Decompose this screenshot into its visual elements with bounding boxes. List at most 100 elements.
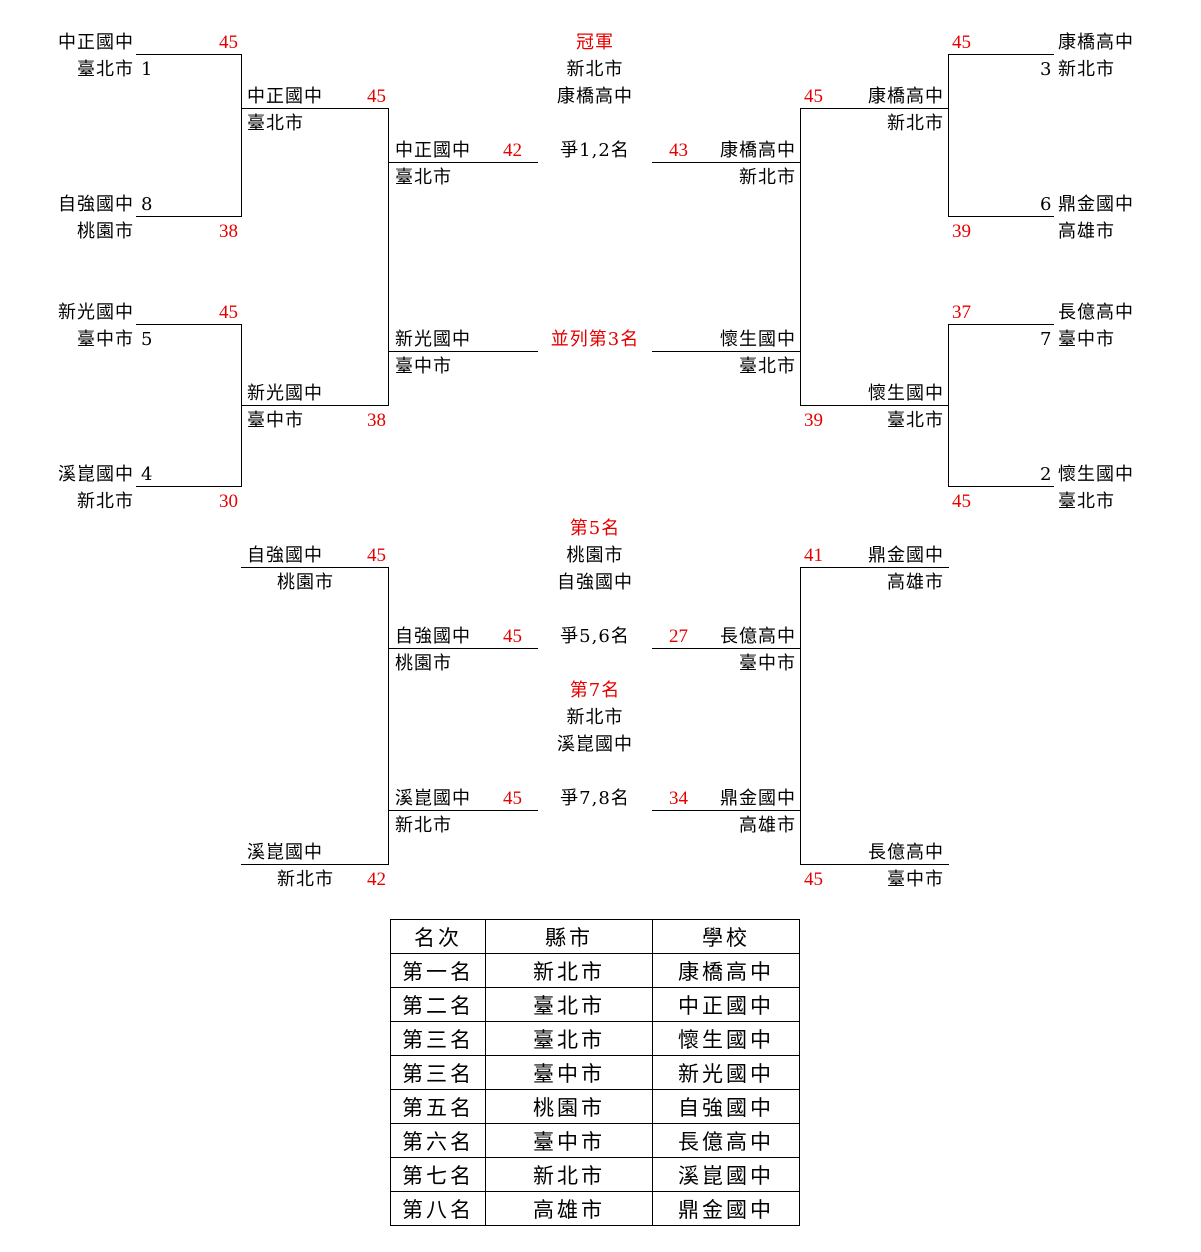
bracket-line <box>800 108 949 109</box>
team-name: 懷生國中 <box>720 329 796 350</box>
bracket-line <box>800 864 949 865</box>
team-city: 高雄市 <box>739 815 796 836</box>
school-cell: 懷生國中 <box>652 1021 800 1056</box>
table-row: 第六名 臺中市 長億高中 <box>390 1123 800 1158</box>
table-row: 第三名 臺北市 懷生國中 <box>390 1021 800 1056</box>
team-city: 臺北市 <box>1058 491 1115 512</box>
team-name: 新光國中 <box>58 302 134 323</box>
bracket-line <box>800 567 801 865</box>
team-city: 桃園市 <box>277 572 334 593</box>
team-city: 臺中市 <box>247 410 304 431</box>
city-cell: 新北市 <box>485 1157 653 1192</box>
column-header: 縣市 <box>485 919 653 954</box>
team-city: 臺北市 <box>739 356 796 377</box>
fifth-place-city: 桃園市 <box>566 545 624 566</box>
bracket-line <box>948 486 1054 487</box>
champion-city: 新北市 <box>566 59 624 80</box>
champion-label: 冠軍 <box>576 32 614 53</box>
team-city: 新北市 <box>77 491 134 512</box>
score: 38 <box>367 410 386 431</box>
team-city: 桃園市 <box>77 221 134 242</box>
team-name: 中正國中 <box>247 86 323 107</box>
bracket-line <box>800 405 949 406</box>
team-name: 溪崑國中 <box>247 842 323 863</box>
bracket-line <box>800 567 949 568</box>
team-city: 高雄市 <box>887 572 944 593</box>
seed-number: 5 <box>141 329 154 350</box>
bracket-line <box>948 216 1054 217</box>
school-cell: 康橋高中 <box>652 953 800 988</box>
score: 27 <box>669 626 688 647</box>
rank-cell: 第二名 <box>390 987 486 1022</box>
city-cell: 臺北市 <box>485 1021 653 1056</box>
bracket-line <box>241 405 389 406</box>
bracket-line <box>388 351 538 352</box>
team-name: 長億高中 <box>1058 302 1134 323</box>
city-cell: 高雄市 <box>485 1191 653 1226</box>
team-city: 臺北市 <box>77 59 134 80</box>
team-name: 懷生國中 <box>1058 464 1134 485</box>
bracket-line <box>652 648 801 649</box>
bracket-line <box>948 324 949 487</box>
bracket-line <box>948 54 949 217</box>
score: 45 <box>804 86 823 107</box>
team-name: 溪崑國中 <box>395 788 471 809</box>
team-city: 臺中市 <box>887 869 944 890</box>
table-row: 第八名 高雄市 鼎金國中 <box>390 1191 800 1226</box>
team-city: 臺中市 <box>739 653 796 674</box>
table-row: 第一名 新北市 康橋高中 <box>390 953 800 988</box>
score: 45 <box>952 491 971 512</box>
team-name: 新光國中 <box>395 329 471 350</box>
team-name: 鼎金國中 <box>1058 194 1134 215</box>
seed-number: 2 <box>1040 464 1053 485</box>
bracket-line <box>800 108 801 406</box>
team-name: 中正國中 <box>58 32 134 53</box>
team-name: 溪崑國中 <box>58 464 134 485</box>
team-name: 長億高中 <box>720 626 796 647</box>
team-name: 新光國中 <box>247 383 323 404</box>
school-cell: 長億高中 <box>652 1123 800 1158</box>
score: 42 <box>503 140 522 161</box>
team-city: 桃園市 <box>395 653 452 674</box>
seed-number: 7 <box>1040 329 1053 350</box>
champion-school: 康橋高中 <box>557 86 633 107</box>
city-cell: 新北市 <box>485 953 653 988</box>
standings-table: 名次 縣市 學校 第一名 新北市 康橋高中 第二名 臺北市 中正國中 第三名 臺… <box>390 919 800 1226</box>
seventh-place-school: 溪崑國中 <box>557 734 633 755</box>
bracket-line <box>136 486 242 487</box>
fifth-place-school: 自強國中 <box>557 572 633 593</box>
score: 39 <box>952 221 971 242</box>
bracket-line <box>652 810 801 811</box>
bracket-line <box>241 864 389 865</box>
score: 41 <box>804 545 823 566</box>
score: 45 <box>367 545 386 566</box>
column-header: 學校 <box>652 919 800 954</box>
seed-number: 6 <box>1040 194 1053 215</box>
score: 45 <box>804 869 823 890</box>
rank-cell: 第六名 <box>390 1123 486 1158</box>
seed-number: 8 <box>141 194 154 215</box>
team-name: 自強國中 <box>395 626 471 647</box>
seed-number: 3 <box>1040 59 1053 80</box>
score: 34 <box>669 788 688 809</box>
team-name: 中正國中 <box>395 140 471 161</box>
team-city: 高雄市 <box>1058 221 1115 242</box>
bracket-line <box>388 567 389 865</box>
table-row: 第三名 臺中市 新光國中 <box>390 1055 800 1090</box>
rank-cell: 第三名 <box>390 1055 486 1090</box>
team-name: 康橋高中 <box>1058 32 1134 53</box>
bracket-line <box>388 648 538 649</box>
team-city: 臺北市 <box>887 410 944 431</box>
team-city: 新北市 <box>1058 59 1115 80</box>
team-name: 自強國中 <box>247 545 323 566</box>
bracket-line <box>388 810 538 811</box>
rank-cell: 第五名 <box>390 1089 486 1124</box>
bracket-line <box>136 324 242 325</box>
score: 45 <box>503 788 522 809</box>
seed-number: 4 <box>141 464 154 485</box>
city-cell: 臺中市 <box>485 1055 653 1090</box>
school-cell: 新光國中 <box>652 1055 800 1090</box>
score: 45 <box>503 626 522 647</box>
bracket-line <box>241 54 242 217</box>
bracket-line <box>241 108 389 109</box>
